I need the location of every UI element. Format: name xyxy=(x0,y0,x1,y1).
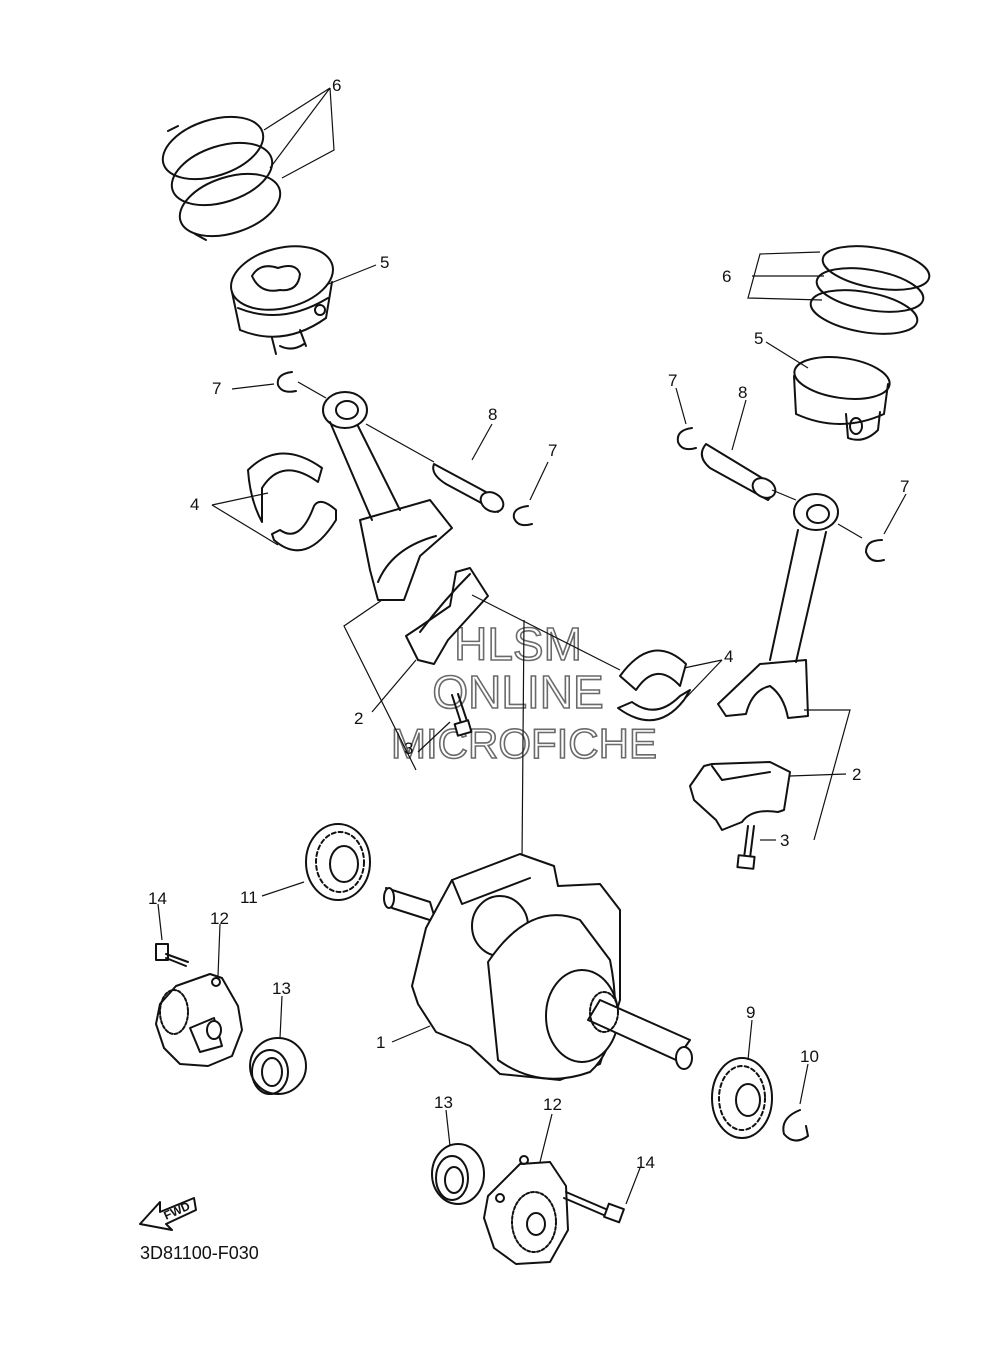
callout-piston-left: 5 xyxy=(380,253,389,272)
pump-bolt-bottom[interactable] xyxy=(563,1191,625,1224)
piston-pin-right[interactable] xyxy=(700,443,779,502)
circlip-right-b[interactable] xyxy=(865,539,885,562)
piston-pin-left[interactable] xyxy=(432,463,507,516)
piston-rings-left[interactable] xyxy=(155,105,288,247)
rod-cap-right[interactable] xyxy=(689,761,791,831)
crankshaft[interactable] xyxy=(383,853,693,1081)
callout-gear-small: 11 xyxy=(240,888,258,907)
callout-bolt-pump-bottom: 14 xyxy=(636,1153,655,1172)
watermark-line-3: MICROFICHE xyxy=(391,720,657,767)
watermark-line-2: ONLINE xyxy=(432,666,603,718)
watermark-line-1: HLSM xyxy=(454,618,582,670)
rod-bolt-right[interactable] xyxy=(736,825,756,870)
callout-bolt-pump-left: 14 xyxy=(148,889,167,908)
timing-gear-small[interactable] xyxy=(305,823,371,901)
callout-pin-left: 8 xyxy=(488,405,497,424)
piston-rings-right[interactable] xyxy=(807,239,932,341)
callout-cap-right: 2 xyxy=(852,765,861,784)
bearing-shells-left[interactable] xyxy=(247,452,337,552)
callout-bearing-pump-left: 13 xyxy=(272,979,291,998)
drive-gear[interactable] xyxy=(711,1057,773,1139)
callout-clip-left-b: 7 xyxy=(548,441,557,460)
rod-cap-left[interactable] xyxy=(405,567,489,665)
callout-ring-left: 6 xyxy=(332,76,341,95)
callout-pump-left: 12 xyxy=(210,909,229,928)
circlip-left-a[interactable] xyxy=(276,371,297,393)
callout-bolt-right: 3 xyxy=(780,831,789,850)
callout-gear-right: 9 xyxy=(746,1003,755,1022)
callout-bearing-pump-bottom: 13 xyxy=(434,1093,453,1112)
callout-clip-right-b: 7 xyxy=(900,477,909,496)
pump-bearing-bottom[interactable] xyxy=(431,1143,485,1205)
connecting-rod-right[interactable] xyxy=(717,493,839,719)
callout-cap-left: 2 xyxy=(354,709,363,728)
oil-pump-left[interactable] xyxy=(155,973,243,1067)
pump-bearing-left[interactable] xyxy=(249,1037,307,1095)
callout-ring-right: 6 xyxy=(722,267,731,286)
callout-crankshaft: 1 xyxy=(376,1033,385,1052)
circlip-left-b[interactable] xyxy=(512,505,533,527)
callout-piston-right: 5 xyxy=(754,329,763,348)
circlip-gear[interactable] xyxy=(782,1109,809,1142)
callout-pin-right: 8 xyxy=(738,383,747,402)
callout-clip-left: 7 xyxy=(212,379,221,398)
callout-bearing-right: 4 xyxy=(724,647,733,666)
callout-bearing-left: 4 xyxy=(190,495,199,514)
callout-bolt-left: 3 xyxy=(404,739,413,758)
bearing-shells-right[interactable] xyxy=(617,649,691,722)
rod-bolt-left[interactable] xyxy=(451,693,473,737)
connecting-rod-left[interactable] xyxy=(322,391,453,601)
piston-right[interactable] xyxy=(792,352,893,441)
pump-bolt-left[interactable] xyxy=(155,943,189,967)
callout-clip-right-a: 7 xyxy=(668,371,677,390)
callout-pump-bottom: 12 xyxy=(543,1095,562,1114)
piston-left[interactable] xyxy=(224,236,339,355)
callout-circlip: 10 xyxy=(800,1047,819,1066)
watermark: HLSM ONLINE MICROFICHE xyxy=(390,617,658,768)
diagram-code: 3D81100-F030 xyxy=(140,1243,259,1263)
oil-pump-bottom[interactable] xyxy=(483,1155,569,1265)
circlip-right-a[interactable] xyxy=(676,427,697,451)
forward-arrow-icon: FWD xyxy=(139,1197,197,1231)
